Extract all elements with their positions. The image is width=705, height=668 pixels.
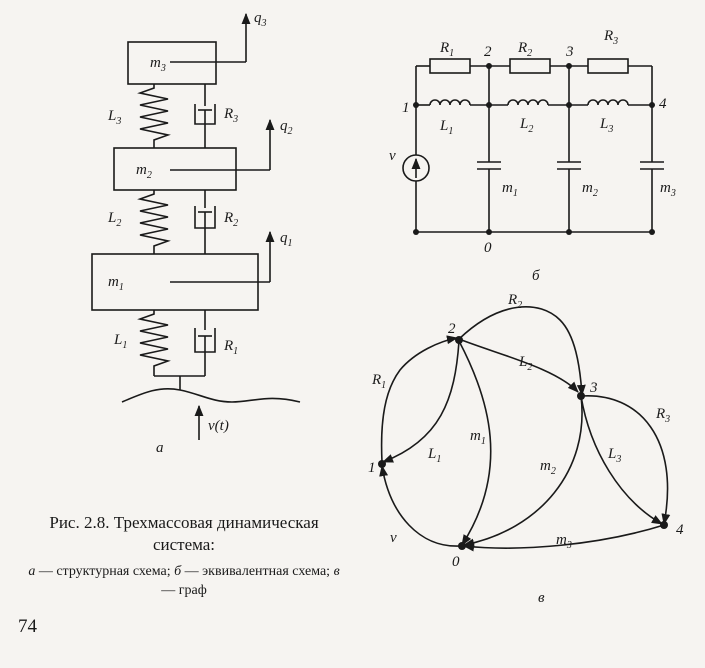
node-c-4: 4 [676,522,684,538]
node-b-4: 4 [659,96,667,112]
resistor-R1 [429,58,471,74]
panel-a-structural-scheme [91,12,301,440]
resistor-R3 [587,58,629,74]
label-L2: L2 [107,210,121,229]
label-b-L1: L1 [439,118,453,137]
panel-c-nodes [378,336,668,550]
caption-title: Рис. 2.8. Трехмассовая динамическая сист… [49,513,319,554]
label-c-L2: L2 [518,354,532,373]
figure-caption: Рис. 2.8. Трехмассовая динамическая сист… [24,512,344,600]
node-c-3: 3 [589,380,598,396]
mass-m3-block [127,41,217,85]
inductor-L3 [587,99,629,106]
label-c-R1: R1 [371,372,386,391]
inductor-L1 [429,99,471,106]
label-b-v: v [389,148,396,164]
edge-L2 [458,338,579,393]
label-input-v: v(t) [208,418,229,434]
label-b-L3: L3 [599,116,613,135]
edge-v [379,464,461,547]
label-m3: m3 [150,55,166,74]
page-number: 74 [18,616,37,637]
caption-text-c: — граф [161,583,207,598]
node-c-0: 0 [452,554,460,570]
label-L1: L1 [113,332,127,351]
panel-b-equivalent-circuit [402,58,664,233]
spring-L2 [137,190,171,254]
label-q3: q3 [254,10,267,29]
panel-b-nodes [413,63,655,235]
label-q1: q1 [280,230,293,249]
panel-c-graph [379,305,671,552]
label-c-L3: L3 [607,446,621,465]
edge-R2 [458,305,586,397]
caption-key-a: а [28,564,36,579]
edge-R3 [580,395,671,526]
edge-m2 [462,395,583,548]
edge-L1 [381,340,460,463]
panel-a-letter: а [156,440,164,456]
node-b-2: 2 [484,44,492,60]
edge-m1 [458,340,492,546]
label-b-R1: R1 [439,40,454,59]
label-c-v: v [390,530,397,546]
label-m1: m1 [108,274,124,293]
edge-R1 [380,335,459,463]
label-R1: R1 [223,338,238,357]
mass-m2-block [113,147,237,191]
label-c-R2: R2 [507,292,522,311]
panel-c-labels: 2 3 1 4 0 R2 L2 R1 m1 L1 R3 L3 m2 m3 v в [368,292,684,606]
label-b-m1: m1 [502,180,518,199]
spring-L1 [137,310,171,376]
label-m2: m2 [136,162,152,181]
resistor-R2 [509,58,551,74]
panel-b-labels: R1 R2 R3 2 3 1 4 L1 L2 L3 v m1 m2 m3 0 б [389,28,676,284]
node-c-1: 1 [368,460,376,476]
node-b-3: 3 [565,44,574,60]
label-c-R3: R3 [655,406,670,425]
caption-key-c: в [333,564,340,579]
label-R2: R2 [223,210,238,229]
label-c-L1: L1 [427,446,441,465]
caption-key-b: б [174,564,182,579]
edge-m3 [462,524,665,552]
node-b-1: 1 [402,100,410,116]
label-b-R3: R3 [603,28,618,47]
wavy-base [121,387,301,403]
label-b-m3: m3 [660,180,676,199]
panel-b-letter: б [532,268,540,284]
panel-a-labels: m3 L3 R3 q3 m2 L2 R2 q2 m1 L1 R1 q1 v(t)… [107,10,293,456]
inductor-L2 [507,99,549,106]
caption-text-b: — эквивалентная схема; [181,564,334,579]
panel-c-letter: в [538,590,545,606]
label-c-m1: m1 [470,428,486,447]
node-c-2: 2 [448,321,456,337]
label-R3: R3 [223,106,238,125]
caption-legend: а — структурная схема; б — эквивалентная… [24,562,344,600]
label-c-m3: m3 [556,532,572,551]
edge-L3 [580,395,663,525]
label-L3: L3 [107,108,121,127]
label-b-L2: L2 [519,116,533,135]
label-c-m2: m2 [540,458,556,477]
caption-text-a: — структурная схема; [35,564,175,579]
label-q2: q2 [280,118,293,137]
spring-L3 [137,84,171,148]
node-b-0: 0 [484,240,492,256]
label-b-m2: m2 [582,180,598,199]
label-b-R2: R2 [517,40,532,59]
